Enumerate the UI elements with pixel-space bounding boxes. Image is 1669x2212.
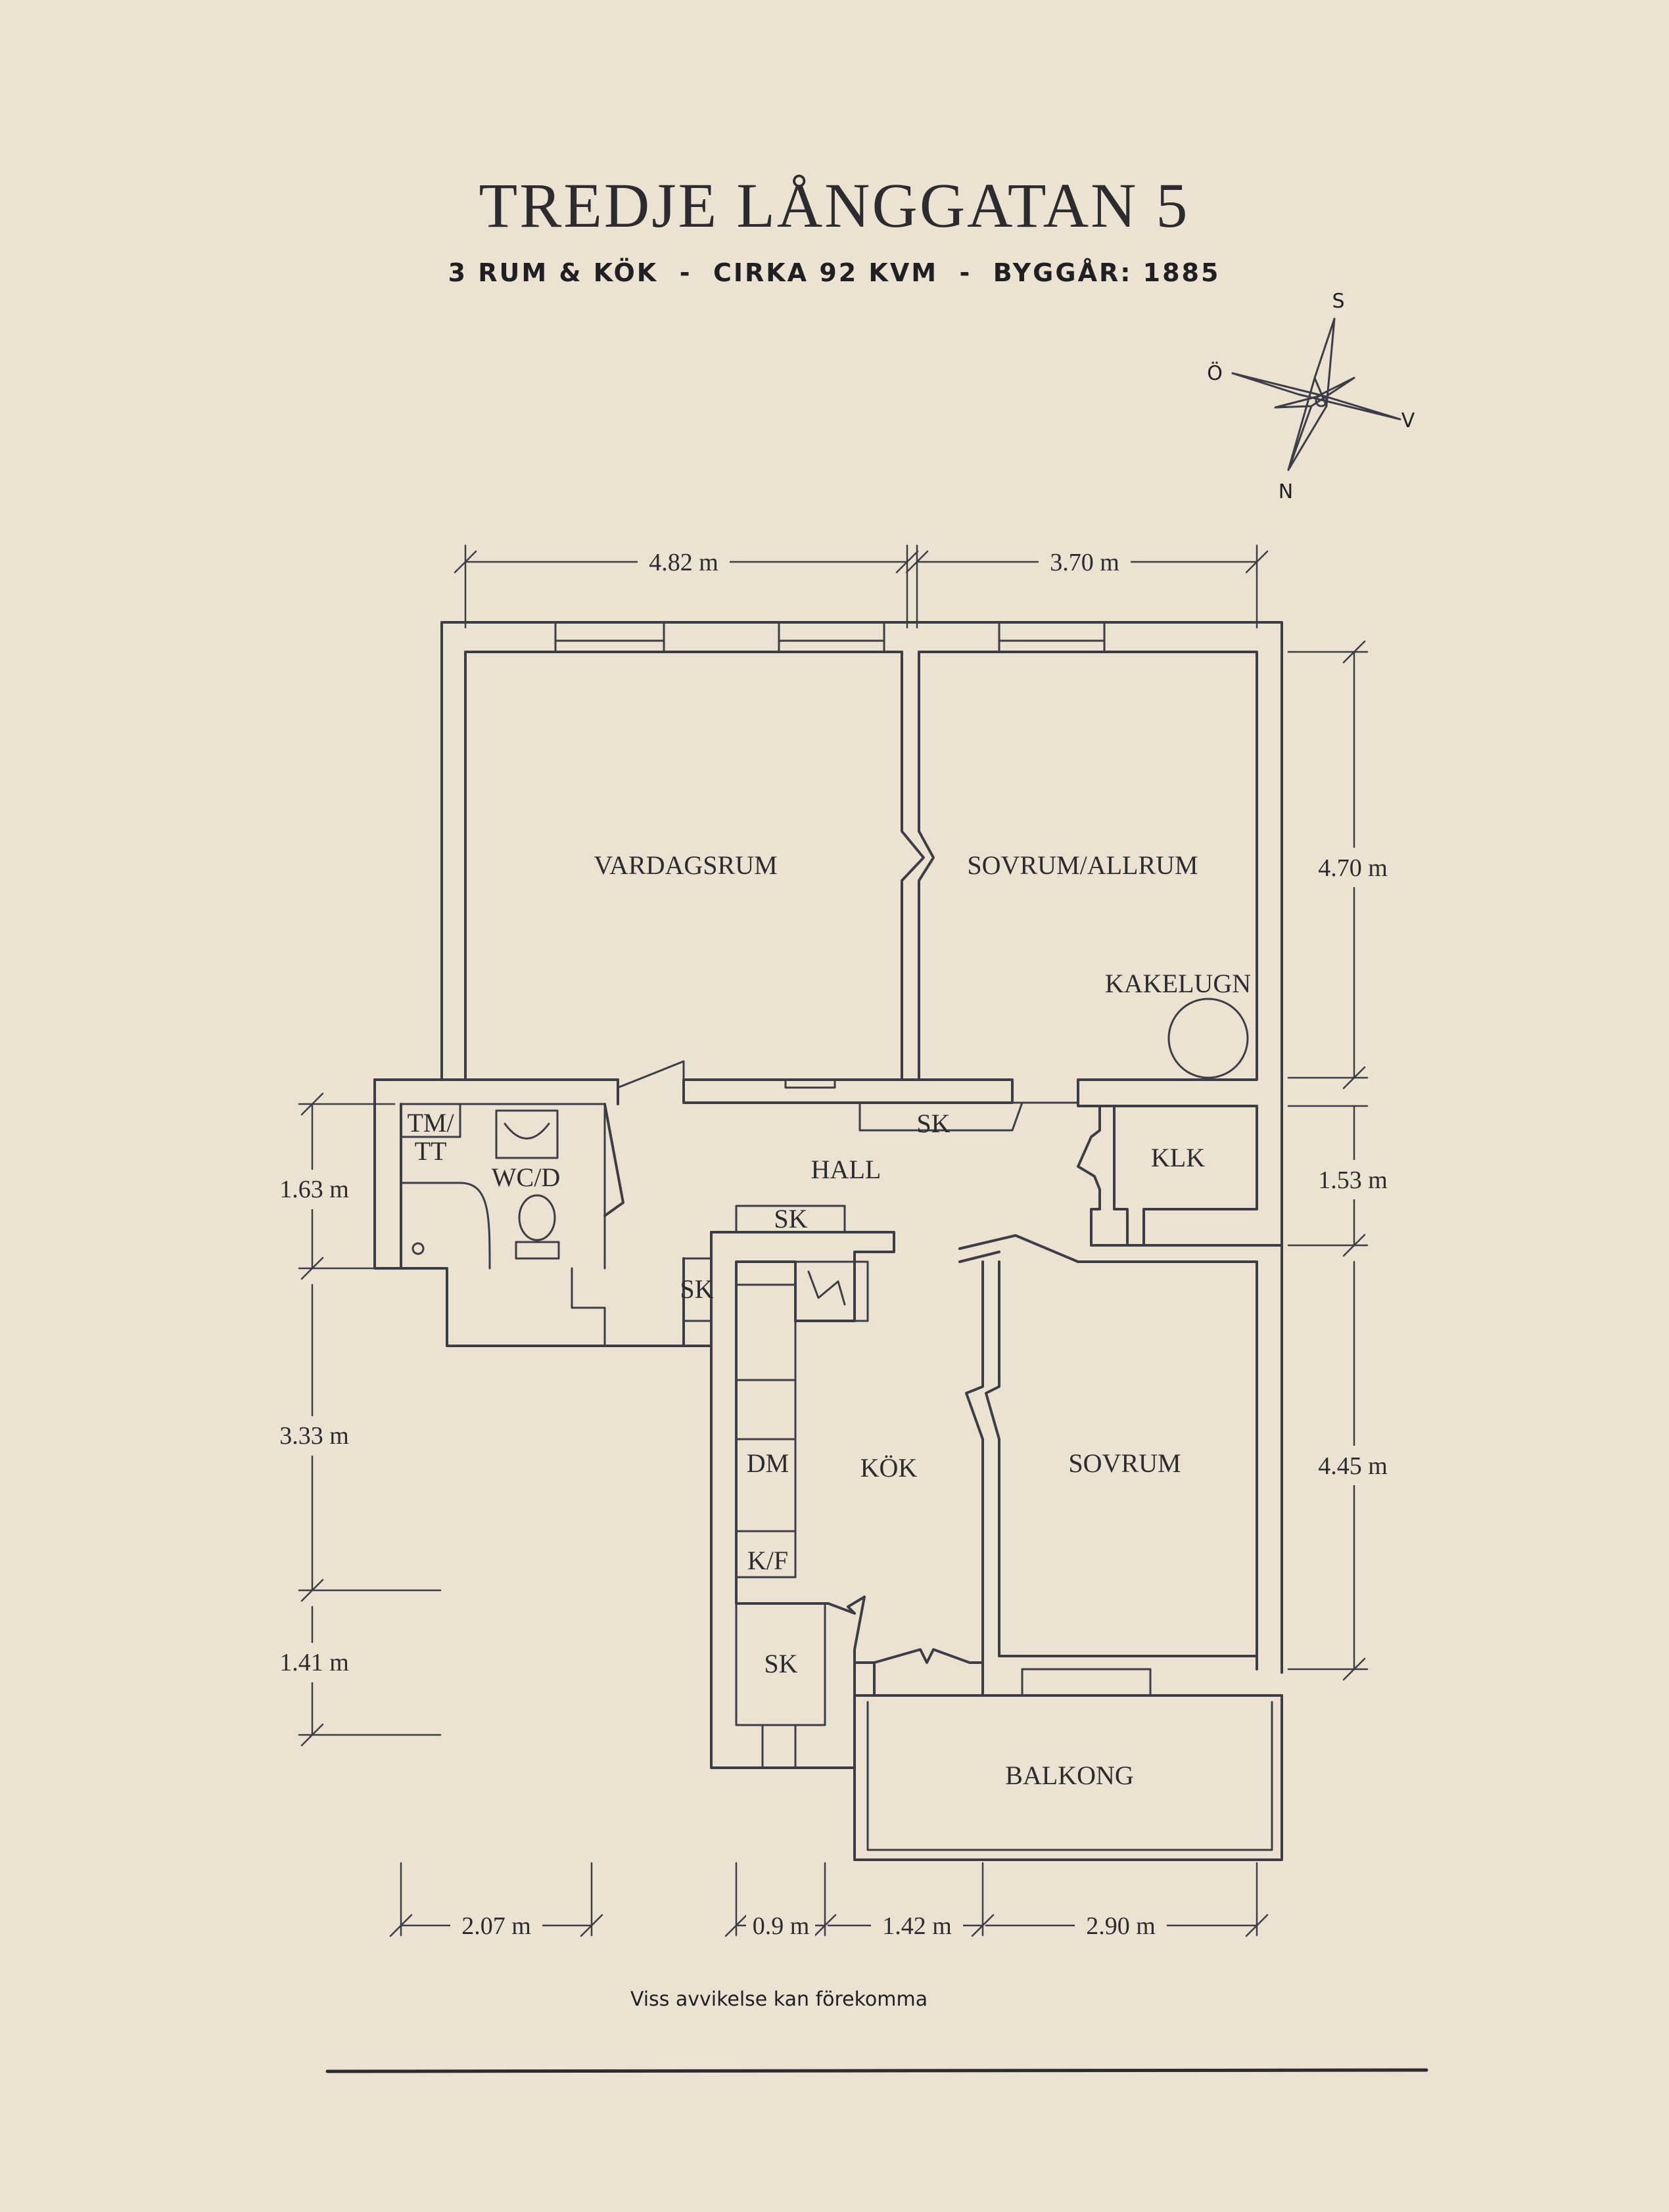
label-tm-tt-line2: TT xyxy=(415,1136,447,1166)
label-sk-top: SK xyxy=(774,1204,807,1233)
compass-west-label: V xyxy=(1401,409,1415,432)
room-wc: WC/D xyxy=(492,1163,560,1192)
dimension-left-2: 3.33 m xyxy=(279,1422,349,1450)
page-title: TREDJE LÅNGGATAN 5 xyxy=(479,170,1190,241)
disclaimer-note: Viss avvikelse kan förekomma xyxy=(630,1988,928,2011)
label-kakelugn: KAKELUGN xyxy=(1105,969,1251,998)
dimension-lines xyxy=(298,544,1369,1937)
dimension-top-left: 4.82 m xyxy=(649,549,718,576)
compass-east-label: Ö xyxy=(1207,361,1223,385)
room-hall: HALL xyxy=(811,1155,882,1184)
walls xyxy=(373,621,1283,1861)
dimension-right-3: 4.45 m xyxy=(1318,1452,1388,1480)
dimension-bottom-1: 2.07 m xyxy=(461,1912,531,1940)
compass-south-label: S xyxy=(1332,290,1344,313)
page-subtitle: 3 RUM & KÖK - CIRKA 92 KVM - BYGGÅR: 188… xyxy=(448,258,1221,287)
room-sovrum-allrum: SOVRUM/ALLRUM xyxy=(967,850,1198,880)
dimension-left-3: 1.41 m xyxy=(279,1649,349,1676)
label-tm-tt-line1: TM/ xyxy=(407,1108,454,1138)
footer-divider xyxy=(325,2068,1428,2073)
dimension-right-1: 4.70 m xyxy=(1318,854,1388,882)
dimension-bottom-3: 1.42 m xyxy=(882,1912,952,1940)
room-balkong: BALKONG xyxy=(1005,1761,1134,1790)
room-klk: KLK xyxy=(1151,1143,1205,1172)
room-sovrum: SOVRUM xyxy=(1068,1448,1181,1478)
label-sk-hall: SK xyxy=(916,1109,950,1138)
dimension-top-right: 3.70 m xyxy=(1050,549,1119,576)
dimension-bottom-2: 0.9 m xyxy=(753,1912,810,1940)
dimension-left-1: 1.63 m xyxy=(279,1176,349,1203)
label-kf: K/F xyxy=(747,1546,788,1575)
label-sk-kitchen: SK xyxy=(764,1649,797,1678)
label-dm: DM xyxy=(747,1448,789,1478)
compass-rose-icon xyxy=(1231,317,1401,471)
room-kok: KÖK xyxy=(860,1453,918,1483)
dimension-right-2: 1.53 m xyxy=(1318,1166,1388,1194)
dimension-bottom-4: 2.90 m xyxy=(1086,1912,1156,1940)
label-sk-side: SK xyxy=(680,1274,713,1304)
compass-north-label: N xyxy=(1279,480,1293,503)
room-vardagsrum: VARDAGSRUM xyxy=(594,850,777,880)
